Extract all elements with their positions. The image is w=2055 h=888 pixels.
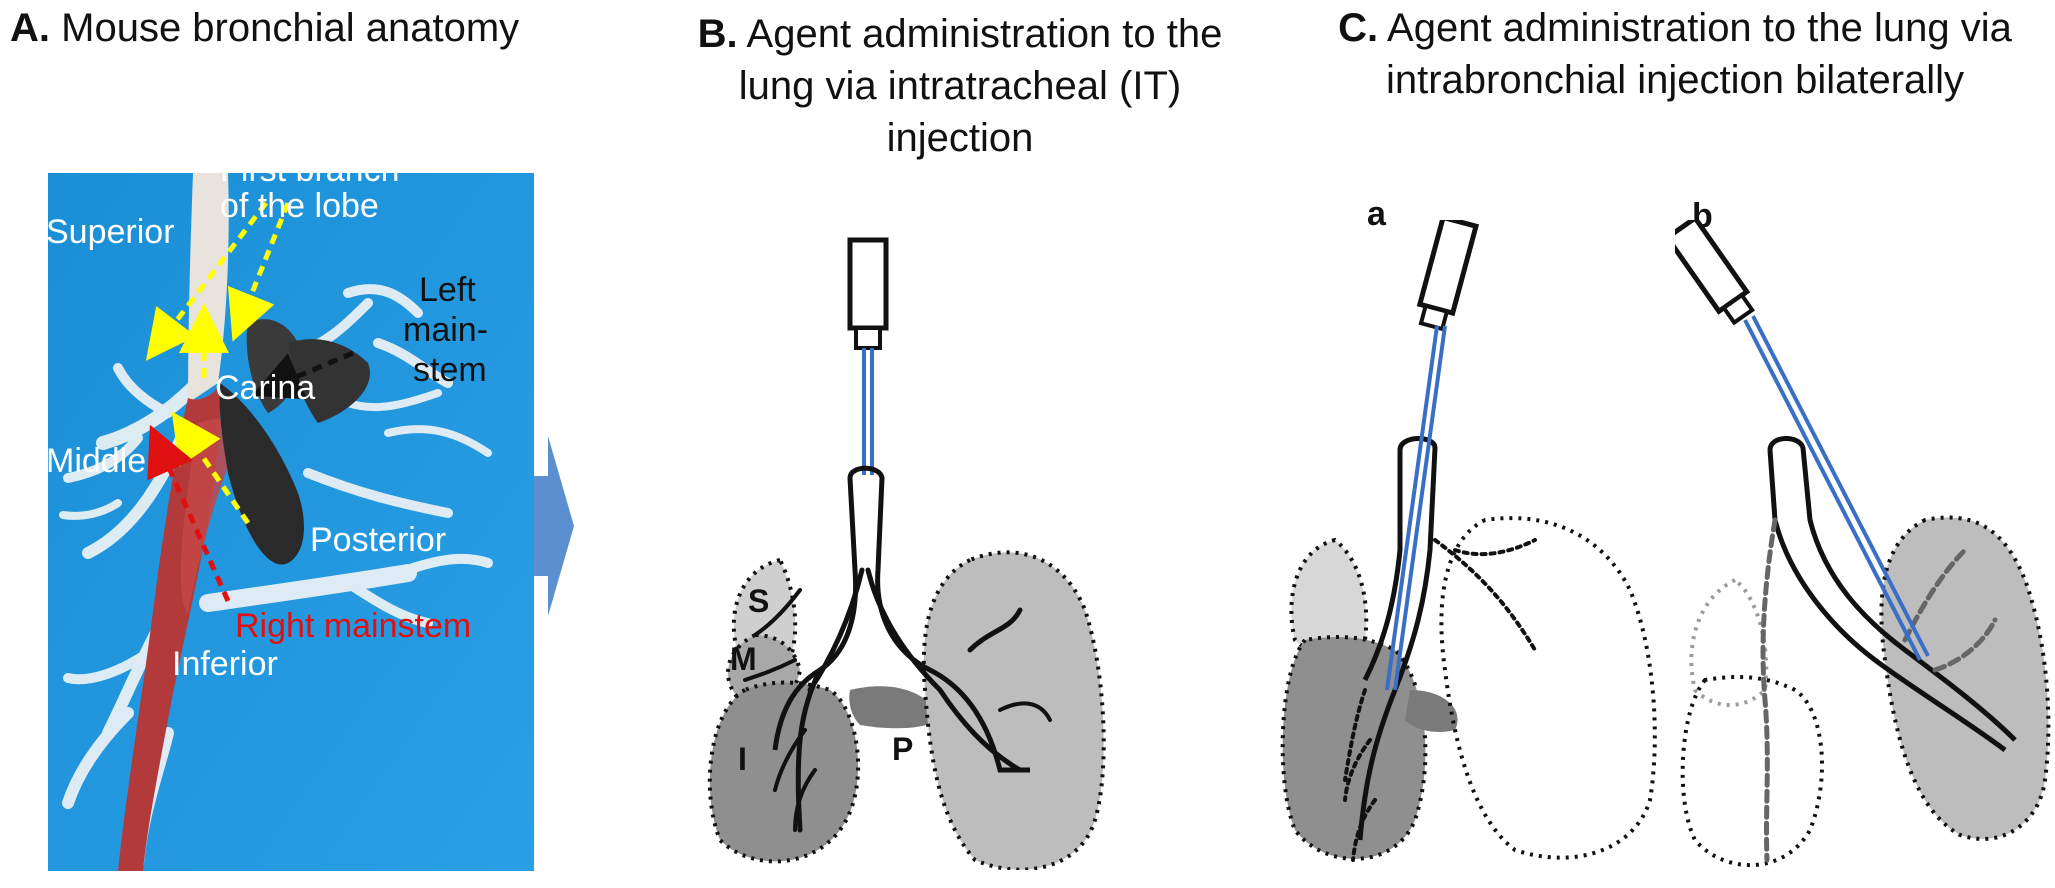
label-left-1: Left bbox=[419, 271, 476, 309]
lobe-superior-cb bbox=[1689, 577, 1769, 707]
syringe-hub bbox=[854, 326, 882, 350]
syringe-barrel bbox=[847, 237, 889, 331]
syringe-cb bbox=[1675, 220, 1755, 326]
arrow-right-mainstem bbox=[147, 424, 231, 603]
label-lobe-M: M bbox=[730, 641, 757, 677]
panel-b-title: B. Agent administration to the lung via … bbox=[660, 8, 1260, 164]
panel-b-title-text: Agent administration to the lung via int… bbox=[738, 12, 1223, 160]
lobe-left bbox=[921, 550, 1106, 870]
bronchial-branches-b bbox=[743, 588, 1052, 832]
bronchial-cast-photo: First branch of the lobe Superior Left m… bbox=[48, 173, 534, 871]
lobe-posterior-ca bbox=[1405, 690, 1458, 732]
bronchial-tree-ca bbox=[1343, 538, 1537, 862]
panel-a-title: A. Mouse bronchial anatomy bbox=[10, 2, 519, 54]
label-first-branch-1: First branch bbox=[220, 173, 400, 189]
panel-c-letter: C. bbox=[1338, 6, 1379, 50]
panel-a-letter: A. bbox=[10, 6, 50, 50]
lobe-left-ca bbox=[1439, 516, 1657, 860]
arrow-left-mainstem bbox=[251, 350, 354, 400]
panel-b-letter: B. bbox=[697, 12, 738, 56]
label-lobe-I: I bbox=[738, 741, 747, 777]
lobe-posterior bbox=[849, 686, 940, 729]
diagram-intrabronchial-a bbox=[1280, 220, 1657, 862]
lung-lobes-b bbox=[707, 550, 1106, 870]
diagram-intratracheal: S M I P bbox=[707, 237, 1106, 870]
trachea-outline-cb bbox=[1767, 436, 2017, 753]
panel-c-title: C. Agent administration to the lung via … bbox=[1330, 2, 2020, 106]
label-lobe-P: P bbox=[892, 731, 913, 767]
label-inferior: Inferior bbox=[172, 645, 278, 683]
flow-arrow-icon bbox=[534, 436, 574, 616]
panel-c-sublabel-a: a bbox=[1367, 195, 1386, 233]
panel-a-title-text: Mouse bronchial anatomy bbox=[61, 6, 520, 50]
label-superior: Superior bbox=[48, 213, 175, 251]
label-first-branch-2: of the lobe bbox=[220, 187, 379, 225]
arrow-first-branch-2 bbox=[227, 202, 291, 342]
label-right-mainstem: Right mainstem bbox=[235, 607, 472, 645]
catheter-cb-2 bbox=[1751, 315, 1930, 657]
lobe-left-cb bbox=[1879, 515, 2051, 841]
arrow-first-branch-1 bbox=[145, 201, 268, 361]
diagram-intrabronchial-b bbox=[1675, 220, 2051, 868]
lobe-inferior-cb bbox=[1680, 675, 1824, 868]
label-carina: Carina bbox=[215, 369, 316, 407]
syringe-ca bbox=[1416, 220, 1480, 332]
arrow-posterior bbox=[171, 411, 251, 525]
panel-c-title-text: Agent administration to the lung via int… bbox=[1385, 6, 2012, 102]
catheter-cb-1 bbox=[1743, 319, 1922, 661]
lobe-inferior-ca bbox=[1280, 635, 1428, 861]
label-posterior: Posterior bbox=[310, 521, 447, 559]
label-left-3: stem bbox=[413, 351, 487, 389]
lung-lobes-cb bbox=[1680, 515, 2051, 868]
cast-branches-white bbox=[59, 284, 493, 869]
lobe-inferior bbox=[707, 680, 861, 864]
cast-left-bronchus bbox=[219, 383, 304, 565]
catheter-ca-1 bbox=[1385, 325, 1439, 691]
label-lobe-S: S bbox=[748, 583, 769, 619]
label-middle: Middle bbox=[48, 442, 147, 480]
bronchial-cast-illustration bbox=[48, 173, 534, 871]
label-left-2: main- bbox=[403, 311, 489, 349]
catheter-ca-2 bbox=[1393, 325, 1447, 691]
lung-lobes-ca bbox=[1280, 516, 1657, 861]
